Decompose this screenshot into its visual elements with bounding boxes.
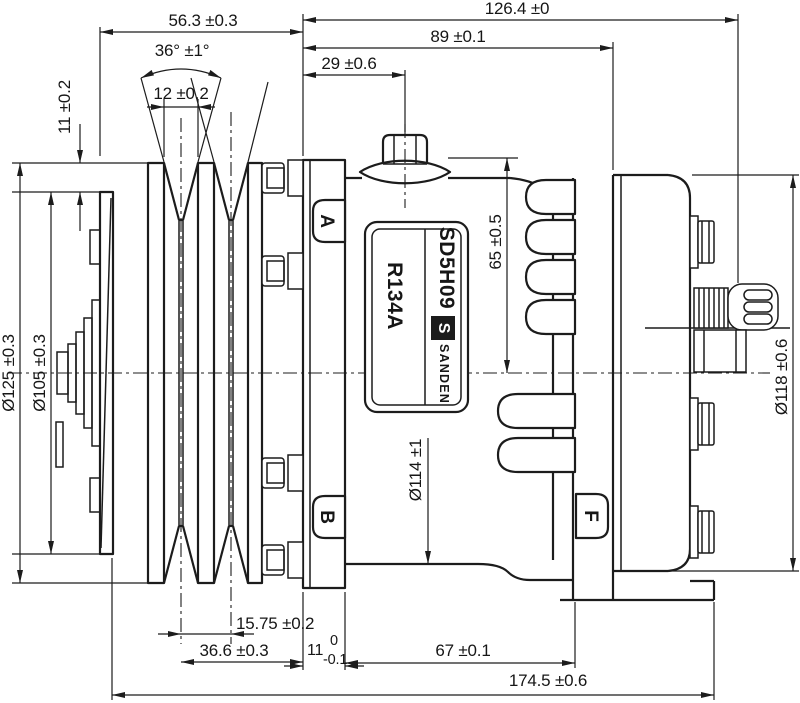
tag-a-label: A [316, 214, 337, 228]
label-plate-texts: SD5H09 R134A S SANDEN [383, 227, 458, 404]
bolt [689, 397, 715, 451]
bolt [689, 505, 715, 559]
dim-rear-head-od: Ø118 ±0.6 [772, 339, 791, 415]
dimension-lines [12, 14, 799, 700]
tag-f-box [574, 492, 610, 540]
label-brand: SANDEN [437, 344, 451, 404]
head-fins [496, 178, 577, 474]
label-logo-letter: S [435, 323, 452, 334]
id-label-plate [363, 220, 470, 414]
dim-mount-to-head: 89 ±0.1 [430, 27, 485, 46]
dim-plate-tol-lower: -0.1 [323, 652, 347, 668]
dim-pulley-od: Ø125 ±0.3 [0, 334, 18, 411]
rear-head-bolts [689, 215, 715, 559]
front-plate-bolts [261, 159, 304, 579]
dim-groove-angle: 36° ±1° [155, 41, 210, 60]
bolt [261, 541, 304, 579]
dim-groove-width: 12 ±0.2 [153, 84, 208, 103]
dim-plate-thickness: 11 [307, 642, 324, 659]
dim-overall-length: 174.5 ±0.6 [509, 671, 587, 690]
dim-mount-to-rear: 126.4 ±0 [485, 0, 549, 18]
label-model: SD5H09 [435, 227, 458, 309]
bolt [261, 454, 304, 492]
dim-mount-to-foot: 67 ±0.1 [435, 641, 490, 660]
tag-b-label: B [316, 510, 337, 524]
dim-mount-to-plug: 29 ±0.6 [321, 54, 376, 73]
dimension-texts: 56.3 ±0.3 126.4 ±0 89 ±0.1 29 ±0.6 36° ±… [0, 0, 791, 690]
oil-plug-boss [358, 159, 452, 185]
dim-rim-offset: 11 ±0.2 [55, 80, 74, 134]
dim-centerline-to-top: 65 ±0.5 [486, 214, 505, 269]
bolt [261, 159, 304, 197]
dim-clutch-od: Ø105 ±0.3 [30, 334, 49, 411]
tag-b-box [311, 494, 347, 540]
bolt [261, 252, 304, 290]
front-mount-plate [301, 158, 347, 590]
bolt [689, 215, 715, 269]
rear-port-fitting [645, 283, 790, 373]
dim-body-od: Ø114 ±1 [406, 439, 425, 501]
dim-groove-to-mount: 36.6 ±0.3 [200, 641, 269, 660]
dim-clutch-to-mount: 56.3 ±0.3 [169, 11, 238, 30]
dim-groove-spacing: 15.75 ±0.2 [236, 614, 314, 633]
sanden-logo-icon [431, 316, 455, 340]
coil-cap [727, 283, 779, 331]
tag-a-box [311, 198, 347, 244]
tag-f-label: F [580, 510, 601, 521]
label-refrigerant: R134A [383, 262, 406, 330]
port-tag-texts: A B F [316, 214, 601, 524]
dim-plate-tol-upper: 0 [330, 633, 338, 649]
